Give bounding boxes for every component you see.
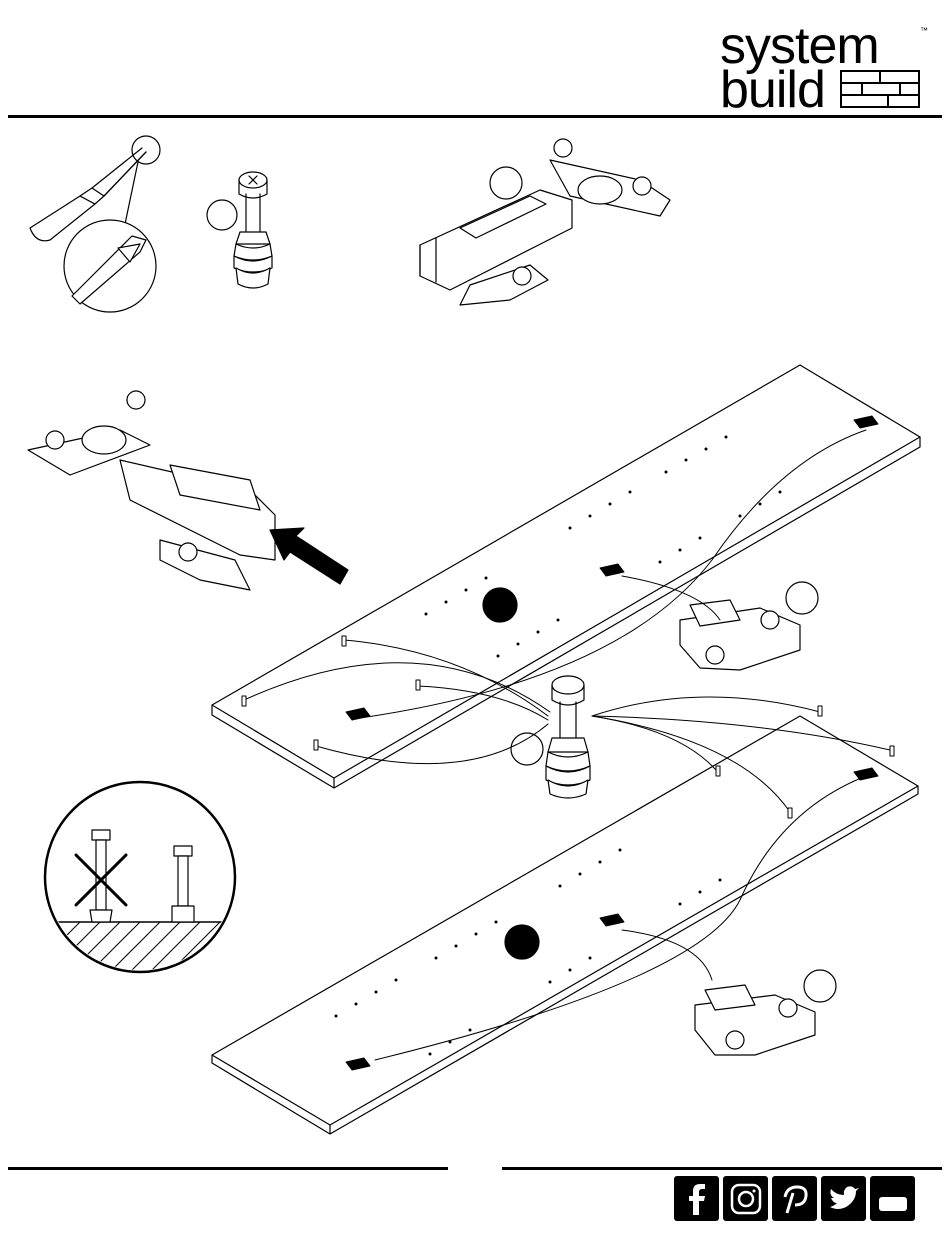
hinge-plate-detail: [680, 600, 800, 670]
logo-grid-icon: [840, 70, 920, 108]
pinterest-icon[interactable]: [772, 1176, 817, 1221]
logo-line2: build: [720, 68, 825, 112]
arrow-icon: [270, 528, 348, 584]
brand-logo: system build ™: [720, 20, 945, 115]
callout-circle: [511, 733, 543, 765]
instagram-icon[interactable]: [723, 1176, 768, 1221]
twitter-icon[interactable]: [821, 1176, 866, 1221]
social-links: [674, 1176, 922, 1224]
callout-circle: [804, 970, 836, 1002]
logo-trademark: ™: [920, 26, 928, 35]
hinge-top-icon: [420, 139, 670, 305]
detail-inset: [30, 782, 240, 972]
hinge-plate-detail: [695, 985, 815, 1055]
cam-dowel-large-icon: [546, 676, 590, 798]
youtube-icon[interactable]: [870, 1176, 915, 1221]
footer-rule-left: [8, 1167, 448, 1170]
footer-rule-right: [502, 1167, 942, 1170]
hinge-insert-icon: [28, 391, 275, 590]
marker-dot: [483, 588, 517, 622]
facebook-icon[interactable]: [674, 1176, 719, 1221]
cam-dowel-icon: [207, 172, 272, 288]
screwdriver-icon: [30, 136, 160, 312]
callout-circle: [786, 582, 818, 614]
marker-dot: [505, 925, 539, 959]
